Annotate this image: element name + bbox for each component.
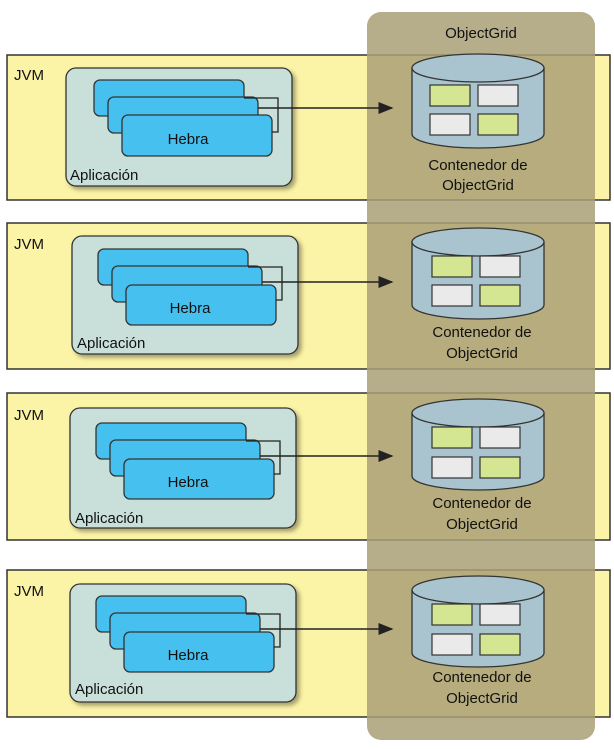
application-label: Aplicación [77,335,145,352]
thread-box-front [123,631,275,673]
thread-connector [246,440,281,475]
thread-connector [244,97,279,133]
database-cylinder-icon [411,227,545,320]
row-2: JVM Aplicación Hebra Contenedor de Objec… [14,227,545,362]
thread-label: Hebra [168,647,210,664]
container-label-line2: ObjectGrid [446,516,518,533]
application-label: Aplicación [75,510,143,527]
container-label-line1: Contenedor de [432,669,531,686]
jvm-label: JVM [14,407,44,424]
thread-label: Hebra [170,300,212,317]
thread-connector [248,266,283,301]
application-label: Aplicación [70,167,138,184]
database-cylinder-icon [411,53,545,149]
container-label-line1: Contenedor de [432,324,531,341]
thread-box-front [123,458,275,500]
jvm-label: JVM [14,583,44,600]
container-label-line2: ObjectGrid [446,690,518,707]
thread-connector [246,613,281,648]
container-label-line1: Contenedor de [432,495,531,512]
object-grid-column [367,12,595,740]
database-cylinder-icon [411,398,545,491]
thread-label: Hebra [168,474,210,491]
container-label-line2: ObjectGrid [446,345,518,362]
thread-label: Hebra [168,131,210,148]
container-label-line1: Contenedor de [428,157,527,174]
jvm-label: JVM [14,236,44,253]
application-label: Aplicación [75,681,143,698]
row-4: JVM Aplicación Hebra Contenedor de Objec… [14,575,545,707]
thread-box-front [121,114,273,157]
thread-box-front [125,284,277,326]
container-label-line2: ObjectGrid [442,177,514,194]
row-3: JVM Aplicación Hebra Contenedor de Objec… [14,398,545,533]
row-1: JVM Aplicación Hebra Contenedor de Objec… [14,53,545,194]
database-cylinder-icon [411,575,545,668]
jvm-label: JVM [14,67,44,84]
object-grid-title: ObjectGrid [445,25,517,42]
